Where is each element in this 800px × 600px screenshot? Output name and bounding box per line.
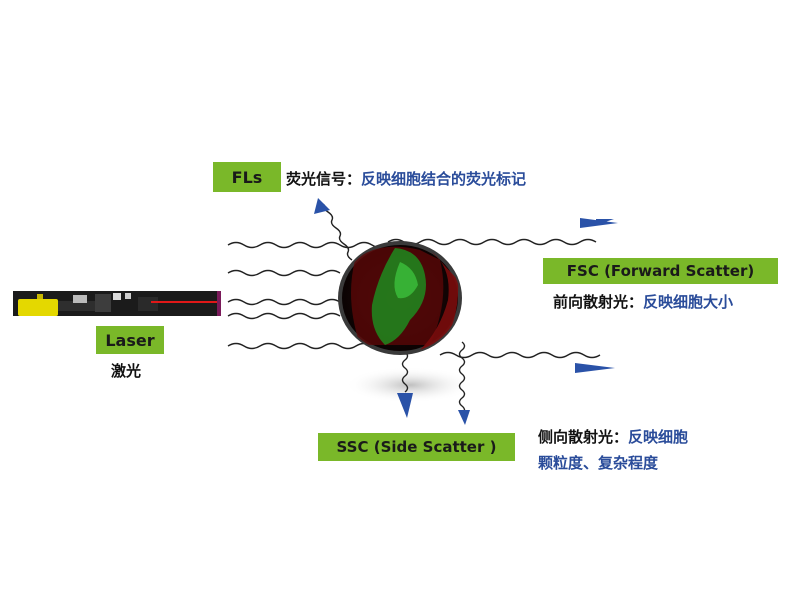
side-scatter-wave-2 [458,341,466,415]
fls-tag: FLs [213,162,281,192]
fsc-value: 反映细胞大小 [643,293,734,311]
fsc-arrow-bottom-icon [575,363,615,373]
ssc-tag: SSC (Side Scatter ) [318,433,515,461]
ssc-arrow-left-icon [397,393,413,418]
ssc-arrow-right-icon [458,410,470,425]
cell-shadow [345,367,475,403]
arrows [314,198,618,425]
ssc-value-line1: 反映细胞 [628,428,689,446]
ssc-label-line1: 侧向散射光：反映细胞 [538,426,688,447]
laser-device-image [13,291,221,316]
incoming-light-waves [227,241,389,350]
cell-image [338,241,462,355]
ssc-key: 侧向散射光： [538,428,629,446]
fsc-key: 前向散射光： [553,293,644,311]
laser-tag: Laser [96,326,164,354]
laser-photo-graphic [13,291,221,316]
fls-arrow-icon [314,198,330,214]
forward-scatter-waves [387,238,601,359]
fluorescence-wave [322,203,353,261]
side-scatter-wave-1 [401,351,409,393]
fls-value: 反映细胞结合的荧光标记 [361,170,527,188]
fsc-label: 前向散射光：反映细胞大小 [553,291,733,312]
fsc-tag: FSC (Forward Scatter) [543,258,778,284]
fls-label: 荧光信号：反映细胞结合的荧光标记 [286,168,526,189]
laser-caption: 激光 [111,362,142,380]
fsc-arrow-top-head-icon [580,218,618,228]
fls-key: 荧光信号： [286,170,362,188]
ssc-value-line2: 颗粒度、复杂程度 [538,454,659,472]
ssc-label-line2: 颗粒度、复杂程度 [538,452,658,473]
